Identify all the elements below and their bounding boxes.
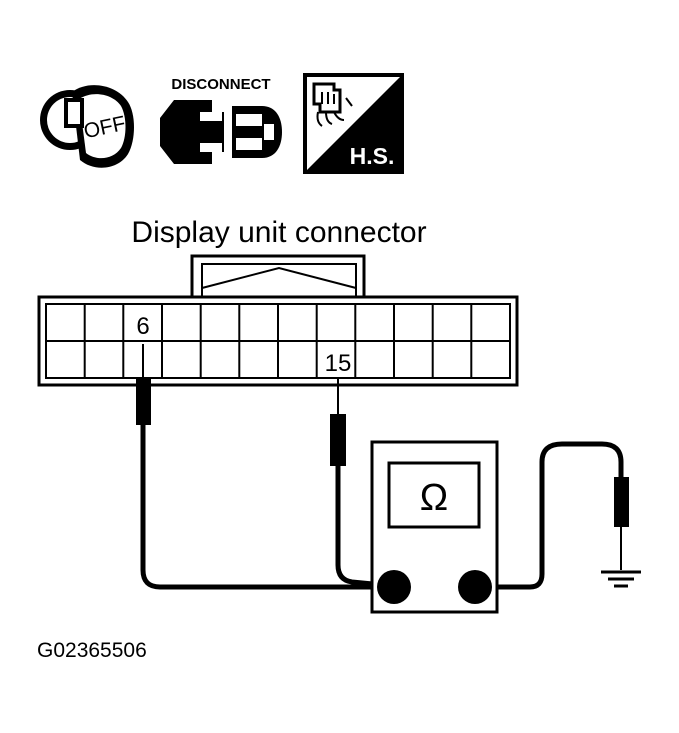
probe-a-icon <box>136 377 151 425</box>
ignition-key-off-icon: OFF <box>40 85 134 168</box>
pin-label-a: 6 <box>136 313 149 340</box>
display-unit-connector: 6 15 <box>37 254 519 387</box>
test-leads <box>136 344 629 590</box>
ground-icon <box>601 570 641 588</box>
disconnect-label: DISCONNECT <box>171 76 270 93</box>
disconnect-connector-icon: DISCONNECT <box>160 76 282 164</box>
harness-side-icon: H.S. <box>303 73 404 174</box>
meter-jack-left <box>377 570 411 604</box>
figure-id: G02365506 <box>37 639 147 662</box>
harness-side-label: H.S. <box>350 143 395 169</box>
probe-b-icon <box>330 414 346 466</box>
ohmmeter-icon: Ω <box>370 440 499 614</box>
ground-probe-icon <box>614 477 629 527</box>
connector-title: Display unit connector <box>131 216 426 249</box>
connector-cavities <box>83 304 473 378</box>
meter-jack-right <box>458 570 492 604</box>
pin-label-b: 15 <box>325 350 352 377</box>
ohm-symbol: Ω <box>420 477 448 519</box>
